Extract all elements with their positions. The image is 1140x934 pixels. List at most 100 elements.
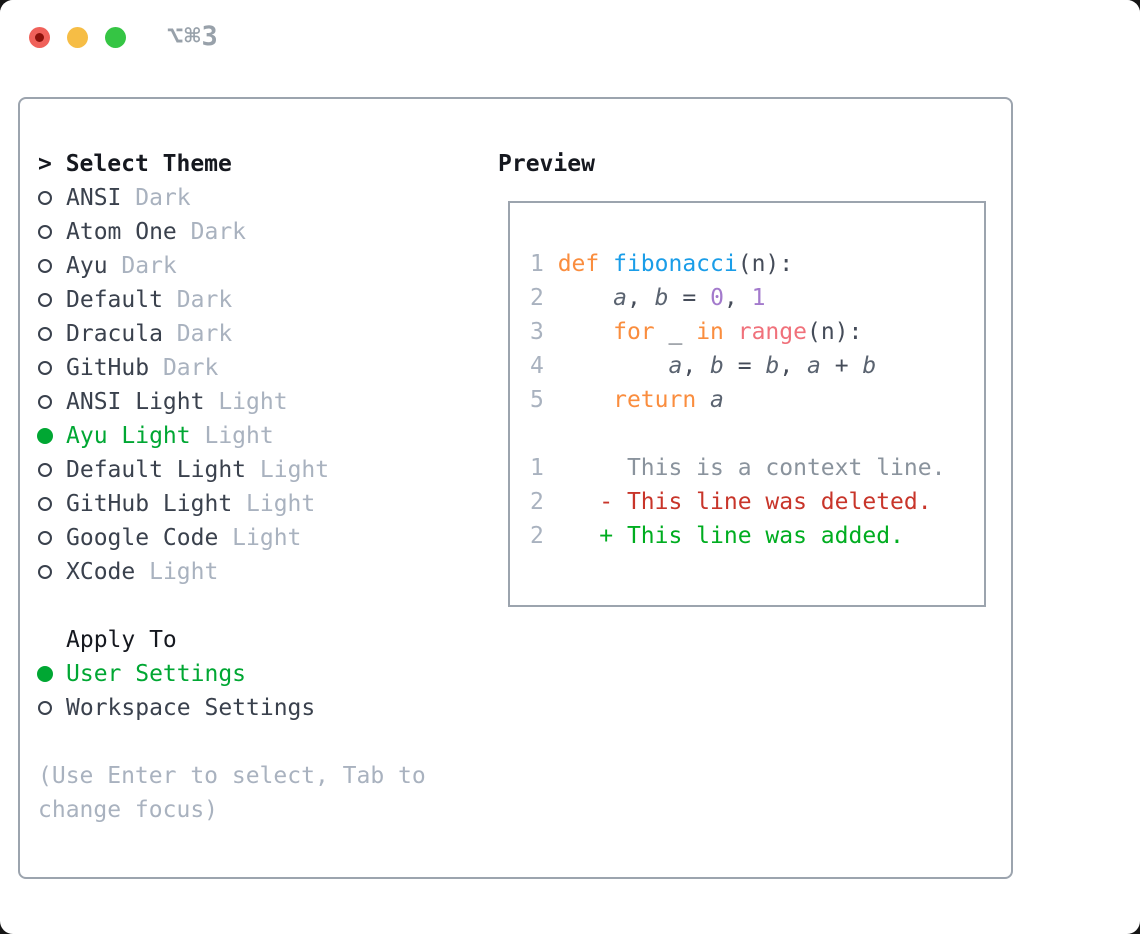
code-line: 4 a, b = b, a + b xyxy=(530,349,984,383)
code-token-plain: , xyxy=(723,285,752,311)
code-token-var: a xyxy=(668,353,683,379)
option-label: XCode xyxy=(66,559,150,585)
option-variant-label: Dark xyxy=(176,321,233,347)
code-token-plain: (n): xyxy=(806,319,863,345)
code-token-add: + This line was added. xyxy=(557,523,904,549)
code-token-plain xyxy=(558,353,669,379)
code-token-plain xyxy=(558,285,613,311)
minimize-button[interactable] xyxy=(67,27,88,48)
theme-option-ayu-light[interactable]: Ayu Light Light xyxy=(37,419,478,453)
code-token-plain: = xyxy=(723,353,766,379)
theme-option-ansi[interactable]: ANSI Dark xyxy=(38,181,478,215)
option-label: Ayu Light xyxy=(66,423,205,449)
option-variant-label: Dark xyxy=(135,185,191,211)
option-label: Google Code xyxy=(66,525,233,551)
option-variant-label: Light xyxy=(246,491,316,517)
apply-to-title: Apply To xyxy=(66,627,177,653)
option-variant-label: Light xyxy=(259,457,330,483)
code-token-plain: + xyxy=(820,353,863,379)
option-variant-label: Dark xyxy=(121,253,177,279)
option-variant-label: Light xyxy=(149,559,219,585)
apply-option-user-settings[interactable]: User Settings xyxy=(37,657,478,691)
code-token-muted: 1 xyxy=(530,455,558,481)
code-token-muted: 2 xyxy=(530,523,558,549)
theme-option-default[interactable]: Default Dark xyxy=(38,283,478,317)
radio-unselected-icon xyxy=(38,181,66,215)
option-label: Ayu xyxy=(66,253,122,279)
code-token-const: 1 xyxy=(751,285,766,311)
theme-option-github-light[interactable]: GitHub Light Light xyxy=(38,487,478,521)
close-button[interactable] xyxy=(29,27,50,48)
option-variant-label: Light xyxy=(232,525,302,551)
code-line: 3 for _ in range(n): xyxy=(530,315,984,349)
option-variant-label: Dark xyxy=(162,355,219,381)
option-label: Default Light xyxy=(66,457,260,483)
radio-selected-icon xyxy=(37,419,66,453)
apply-to-header: Apply To xyxy=(38,623,478,657)
theme-option-ansi-light[interactable]: ANSI Light Light xyxy=(38,385,478,419)
theme-option-default-light[interactable]: Default Light Light xyxy=(38,453,478,487)
theme-option-atom-one[interactable]: Atom One Dark xyxy=(38,215,478,249)
code-token-kw: def xyxy=(557,251,614,277)
theme-option-xcode[interactable]: XCode Light xyxy=(38,555,478,589)
theme-option-google-code[interactable]: Google Code Light xyxy=(38,521,478,555)
radio-selected-icon xyxy=(37,657,66,691)
radio-unselected-icon xyxy=(38,249,66,283)
code-token-fn: fibonacci xyxy=(613,251,738,277)
option-label: GitHub Light xyxy=(66,491,247,517)
code-line: 1 def fibonacci(n): xyxy=(530,247,984,281)
code-token-kw: return xyxy=(613,387,711,413)
code-token-var: b xyxy=(765,353,780,379)
radio-unselected-icon xyxy=(38,283,66,317)
code-line: 2 a, b = 0, 1 xyxy=(530,281,984,315)
theme-option-dracula[interactable]: Dracula Dark xyxy=(38,317,478,351)
option-variant-label: Light xyxy=(218,389,288,415)
theme-option-ayu[interactable]: Ayu Dark xyxy=(38,249,478,283)
code-token-muted: 2 xyxy=(530,285,558,311)
option-variant-label: Dark xyxy=(190,219,247,245)
code-token-var: a xyxy=(613,285,627,311)
option-label: Dracula xyxy=(66,321,177,347)
radio-unselected-icon xyxy=(38,385,66,419)
code-blank-line xyxy=(530,417,984,451)
code-token-pink: range xyxy=(737,319,807,345)
code-token-plain: , xyxy=(682,353,711,379)
code-line: 1 This is a context line. xyxy=(530,451,984,485)
radio-unselected-icon xyxy=(38,317,66,351)
option-label: Atom One xyxy=(66,219,191,245)
close-dot-icon xyxy=(35,33,44,42)
radio-unselected-icon xyxy=(38,521,66,555)
option-label: Workspace Settings xyxy=(66,695,316,721)
option-variant-label: Light xyxy=(204,423,274,449)
code-token-var: a xyxy=(807,353,821,379)
code-token-kw: in xyxy=(696,319,738,345)
code-token-plain: , xyxy=(626,285,655,311)
code-line: 2 + This line was added. xyxy=(530,519,984,553)
code-token-del: - This line was deleted. xyxy=(557,489,932,515)
zoom-button[interactable] xyxy=(105,27,126,48)
code-token-const: 0 xyxy=(710,285,724,311)
radio-unselected-icon xyxy=(38,351,66,385)
option-variant-label: Dark xyxy=(176,287,233,313)
radio-unselected-icon xyxy=(38,555,66,589)
spacer xyxy=(38,725,478,759)
radio-unselected-icon xyxy=(38,453,66,487)
code-token-var: a xyxy=(710,387,724,413)
selection-prompt-caret: > xyxy=(38,151,66,177)
window-title: ⌥⌘3 xyxy=(167,21,219,52)
code-token-var: b xyxy=(710,353,724,379)
code-token-plain: = xyxy=(668,285,711,311)
apply-option-workspace-settings[interactable]: Workspace Settings xyxy=(38,691,478,725)
option-label: GitHub xyxy=(66,355,163,381)
preview-title: Preview xyxy=(498,151,595,177)
code-token-var: b xyxy=(654,285,669,311)
theme-option-github[interactable]: GitHub Dark xyxy=(38,351,478,385)
code-token-var: b xyxy=(862,353,877,379)
code-token-muted: 5 xyxy=(530,387,558,413)
